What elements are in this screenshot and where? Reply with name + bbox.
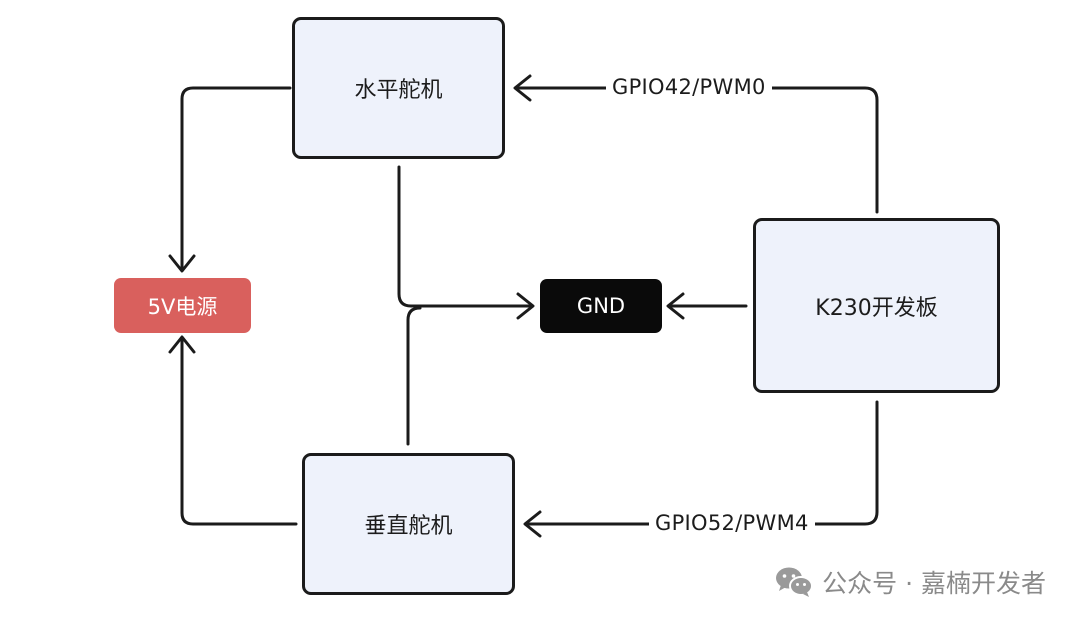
edge-horizontal-servo-to-gnd [397,165,534,308]
vertical-servo-node: 垂直舵机 [302,453,515,595]
gnd-node: GND [540,279,662,333]
arrowhead [516,292,535,320]
edge-k230-to-horizontal-servo [514,86,879,214]
arrowhead [523,510,542,538]
power-5v-node: 5V电源 [114,278,251,333]
horizontal-servo-node: 水平舵机 [292,17,505,159]
edge-label-gpio52: GPIO52/PWM4 [649,511,815,535]
k230-board-node: K230开发板 [753,218,1000,393]
power-5v-label: 5V电源 [147,294,218,319]
wechat-icon [776,567,814,597]
gnd-label: GND [576,294,626,318]
edge-label-gpio42: GPIO42/PWM0 [606,75,772,99]
arrowhead [168,335,196,354]
arrowhead [168,254,196,273]
k230-board-label: K230开发板 [815,295,938,321]
arrowhead [666,292,685,320]
edge-vertical-servo-to-power [180,336,298,526]
edge-horizontal-servo-to-power [180,86,292,272]
edge-k230-to-vertical-servo [524,400,879,526]
arrowhead [513,74,532,102]
watermark-text: 公众号 · 嘉楠开发者 [822,569,1046,598]
watermark: 公众号 · 嘉楠开发者 [774,564,1046,600]
edge-vertical-servo-to-gnd [406,306,422,446]
vertical-servo-label: 垂直舵机 [364,514,453,539]
horizontal-servo-label: 水平舵机 [354,78,443,103]
